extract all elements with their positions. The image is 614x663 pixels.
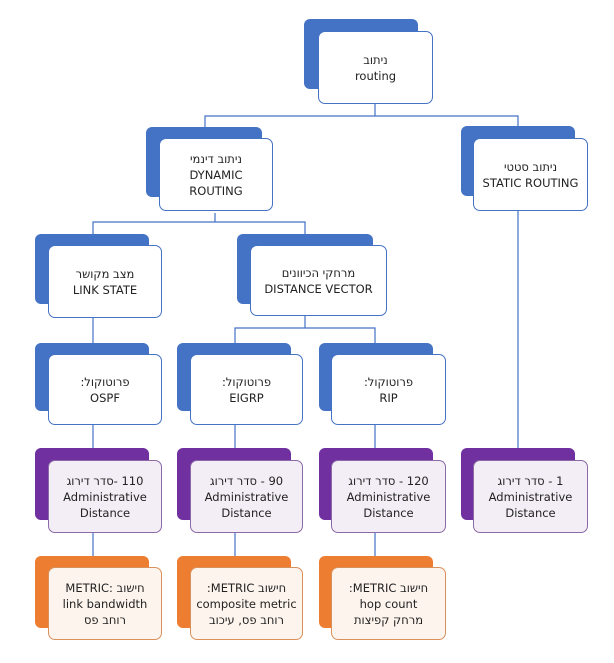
node-metric-eigrp-box: חישוב METRIC: composite metric רוחב פס, … [190,567,303,640]
node-metric-ospf-box: חישוב :METRIC link bandwidth רוחב פס [48,567,162,640]
node-ad-eigrp-en1: Administrative [204,489,289,504]
node-eigrp-he: פרוטוקול: [221,374,272,389]
node-metric-eigrp-en: composite metric [196,596,297,611]
node-ad-eigrp-box: 90 - סדר דירוג Administrative Distance [190,460,303,533]
node-ad-ospf-en1: Administrative [63,489,147,504]
node-ospf-box: פרוטוקול: OSPF [48,354,162,425]
node-static-box: ניתוב סטטי STATIC ROUTING [473,138,588,211]
node-eigrp-en: EIGRP [229,390,264,405]
node-dynamic-box: ניתוב דינמי DYNAMIC ROUTING [159,138,273,211]
node-dv-box: מרחקי הכיוונים DISTANCE VECTOR [250,245,387,316]
node-ad-rip-en2: Distance [363,505,414,520]
node-metric-rip-he2: מרחק קפיצות [353,612,424,627]
node-ad-rip-en1: Administrative [346,489,431,504]
node-ad-rip-he: 120 - סדר דירוג [348,473,429,488]
node-ad-static-he: 1 - סדר דירוג [497,473,564,488]
node-ad-ospf-box: 110 -סדר דירוג Administrative Distance [48,460,162,533]
node-ospf-he: פרוטוקול: [80,374,130,389]
node-metric-ospf-he2: רוחב פס [83,612,127,627]
node-linkstate-he: מצב מקושר [75,266,135,281]
node-ad-eigrp-he: 90 - סדר דירוג [209,473,284,488]
node-dv-en: DISTANCE VECTOR [264,281,373,296]
node-ospf-en: OSPF [90,390,120,405]
node-metric-rip-en: hop count [359,596,418,611]
node-metric-ospf-en: link bandwidth [62,596,148,611]
node-ad-static-en1: Administrative [488,489,573,504]
node-dynamic-he: ניתוב דינמי [189,151,242,166]
node-linkstate-en: LINK STATE [72,282,138,297]
node-ad-eigrp-en2: Distance [221,505,272,520]
node-ad-rip-box: 120 - סדר דירוג Administrative Distance [331,460,446,533]
node-linkstate-box: מצב מקושר LINK STATE [48,245,162,318]
node-metric-eigrp-he1: חישוב METRIC: [206,580,287,595]
node-rip-en: RIP [379,390,398,405]
node-routing-box: ניתוב routing [318,31,433,104]
node-eigrp-box: פרוטוקול: EIGRP [190,354,303,425]
node-dynamic-en1: DYNAMIC [189,167,243,182]
connector-root-to-level1 [204,104,519,127]
node-ad-ospf-he: 110 -סדר דירוג [66,473,144,488]
node-routing-he: ניתוב [363,52,388,67]
node-dynamic-en2: ROUTING [189,183,243,198]
node-metric-rip-he1: חישוב METRIC: [348,580,429,595]
node-routing-en: routing [354,68,397,83]
connector-dynamic-to-level2 [92,213,306,234]
node-ad-ospf-en2: Distance [79,505,131,520]
node-metric-ospf-he1: חישוב :METRIC [65,580,145,595]
node-dv-he: מרחקי הכיוונים [281,265,356,280]
node-rip-box: פרוטוקול: RIP [331,354,446,425]
node-static-en: STATIC ROUTING [482,175,579,190]
node-static-he: ניתוב סטטי [503,159,558,174]
node-rip-he: פרוטוקול: [363,374,414,389]
connector-dv-to-protocols [234,316,376,343]
node-metric-eigrp-he2: רוחב פס, עיכוב [208,612,285,627]
node-metric-rip-box: חישוב METRIC: hop count מרחק קפיצות [331,567,446,640]
node-ad-static-box: 1 - סדר דירוג Administrative Distance [473,460,588,533]
node-ad-static-en2: Distance [505,505,556,520]
